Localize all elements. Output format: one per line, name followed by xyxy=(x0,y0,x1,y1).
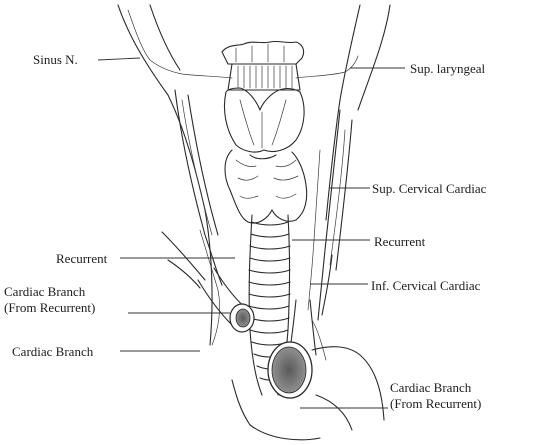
label-cardiac-branch: Cardiac Branch xyxy=(12,344,94,359)
label-sup-laryngeal: Sup. laryngeal xyxy=(410,61,486,76)
hyoid-bone xyxy=(221,40,305,65)
neck-outline xyxy=(117,4,391,346)
label-cardiac-branch-from-recurrent-right-1: Cardiac Branch xyxy=(390,380,472,395)
label-recurrent-left: Recurrent xyxy=(374,234,426,249)
thyroid-gland xyxy=(224,149,308,224)
label-sinus-n: Sinus N. xyxy=(33,52,78,67)
label-cardiac-branch-from-recurrent-left-2: (From Recurrent) xyxy=(4,300,96,315)
left-vessel xyxy=(197,267,255,333)
thyrohyoid-membrane xyxy=(227,63,301,91)
label-cardiac-branch-from-recurrent-left-1: Cardiac Branch xyxy=(4,284,86,299)
leader-lines xyxy=(97,57,405,409)
label-sup-cervical-cardiac: Sup. Cervical Cardiac xyxy=(372,181,487,196)
right-muscle-strands xyxy=(317,109,353,321)
label-cardiac-branch-from-recurrent-right-2: (From Recurrent) xyxy=(390,396,482,411)
label-inf-cervical-cardiac: Inf. Cervical Cardiac xyxy=(371,278,481,293)
thyroid-cartilage xyxy=(223,87,305,153)
right-vessel xyxy=(231,299,385,441)
label-recurrent-right: Recurrent xyxy=(56,251,108,266)
left-muscle-strands xyxy=(161,89,223,289)
